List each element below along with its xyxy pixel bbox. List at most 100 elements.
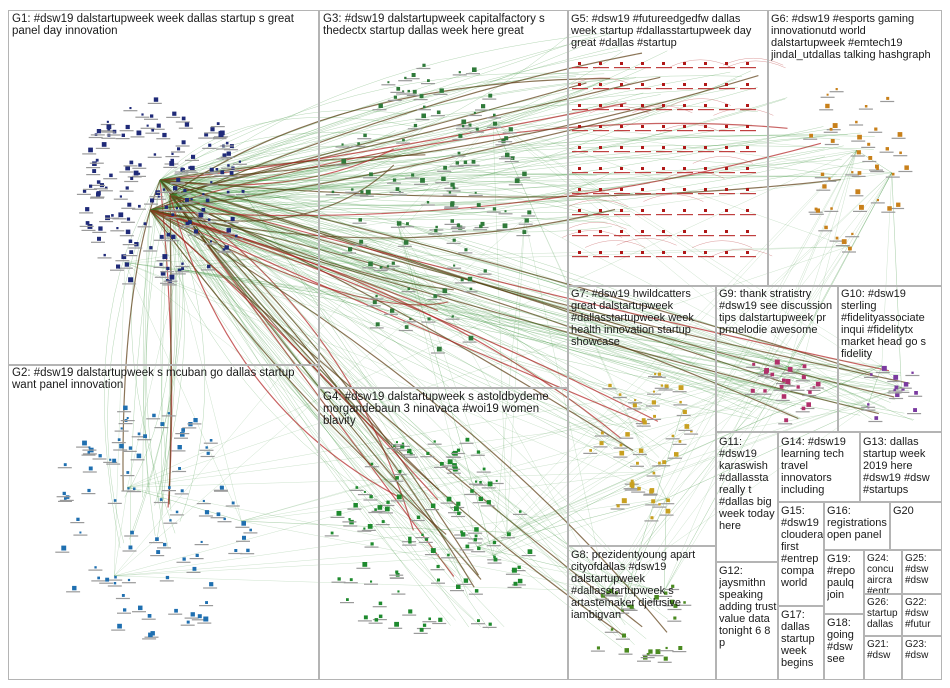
- network-node: [857, 135, 862, 140]
- node-label-mark: [196, 196, 210, 197]
- network-node: [683, 125, 686, 128]
- network-node: [63, 492, 66, 495]
- node-label-mark: [182, 225, 196, 226]
- node-label-mark: [160, 580, 174, 581]
- network-node: [578, 167, 581, 170]
- network-node: [514, 582, 518, 586]
- network-node: [437, 111, 441, 115]
- network-node: [494, 558, 498, 562]
- node-label-mark: [447, 268, 461, 269]
- node-label-mark: [143, 250, 157, 251]
- node-label-mark: [177, 562, 191, 563]
- node-label-mark: [229, 238, 243, 239]
- network-node: [641, 125, 644, 128]
- network-node: [472, 160, 476, 164]
- node-label-mark: [619, 654, 633, 655]
- node-label-mark: [591, 651, 605, 652]
- node-label-mark: [331, 517, 345, 518]
- node-label-mark: [211, 517, 225, 518]
- network-node: [210, 127, 214, 131]
- network-node: [475, 589, 479, 593]
- node-label-mark: [174, 438, 188, 439]
- node-label-mark: [394, 450, 408, 451]
- node-label-mark: [135, 117, 149, 118]
- network-node: [137, 131, 142, 136]
- node-label-mark: [119, 268, 133, 269]
- network-node: [350, 578, 353, 581]
- network-node: [219, 132, 224, 137]
- network-node: [167, 233, 171, 237]
- node-label-mark: [499, 213, 513, 214]
- network-node: [234, 549, 237, 552]
- node-label-mark: [91, 134, 105, 135]
- node-label-mark: [624, 488, 638, 489]
- node-label-mark: [774, 390, 788, 391]
- node-label-mark: [155, 277, 169, 278]
- network-node: [231, 217, 235, 221]
- node-label-mark: [171, 151, 185, 152]
- network-edge: [493, 122, 867, 407]
- node-label-mark: [417, 109, 431, 110]
- node-label-mark: [398, 246, 412, 247]
- network-node: [450, 183, 454, 187]
- network-node: [413, 90, 417, 94]
- node-label-mark: [892, 138, 906, 139]
- network-node: [368, 524, 373, 529]
- network-node: [474, 112, 476, 114]
- network-node: [226, 142, 229, 145]
- network-node: [725, 188, 728, 191]
- network-node: [683, 83, 686, 86]
- network-node: [782, 394, 787, 399]
- network-node: [859, 205, 864, 210]
- network-node: [96, 192, 100, 196]
- node-label-mark: [213, 138, 227, 139]
- node-label-mark: [441, 557, 455, 558]
- node-label-mark: [146, 418, 160, 419]
- group-label-g7: G7: #dsw19 hwildcatters great dalstartup…: [571, 288, 711, 348]
- network-node: [227, 152, 231, 156]
- node-label-mark: [82, 450, 96, 451]
- network-node: [620, 251, 623, 254]
- network-node: [92, 169, 96, 173]
- network-node: [94, 566, 96, 568]
- network-node: [151, 129, 154, 132]
- network-node: [420, 178, 425, 183]
- node-label-mark: [815, 177, 829, 178]
- node-label-mark: [357, 531, 371, 532]
- node-label-mark: [572, 88, 588, 89]
- network-node: [450, 203, 454, 207]
- node-label-mark: [660, 650, 674, 651]
- network-node: [654, 373, 656, 375]
- network-node: [181, 168, 184, 171]
- network-node: [379, 615, 383, 619]
- node-label-mark: [451, 516, 465, 517]
- node-label-mark: [656, 193, 672, 194]
- network-node: [338, 577, 341, 580]
- node-label-mark: [144, 119, 158, 120]
- network-node: [477, 203, 481, 207]
- network-node: [375, 295, 377, 297]
- network-node: [477, 450, 480, 453]
- network-node: [876, 167, 879, 170]
- node-label-mark: [240, 553, 254, 554]
- network-node: [893, 375, 898, 380]
- node-label-mark: [120, 191, 134, 192]
- network-node: [206, 199, 210, 203]
- network-node: [348, 518, 350, 520]
- network-node: [437, 579, 440, 582]
- network-node: [641, 209, 644, 212]
- node-label-mark: [482, 487, 496, 488]
- network-node: [453, 239, 456, 242]
- network-node: [382, 520, 385, 523]
- network-node: [87, 489, 90, 492]
- network-node: [408, 609, 412, 613]
- node-label-mark: [635, 130, 651, 131]
- node-label-mark: [656, 256, 672, 257]
- network-node: [867, 403, 869, 405]
- network-node: [662, 230, 665, 233]
- network-node: [363, 528, 365, 530]
- node-label-mark: [679, 430, 693, 431]
- network-node: [806, 402, 811, 407]
- network-node: [202, 208, 206, 212]
- network-node: [836, 237, 839, 240]
